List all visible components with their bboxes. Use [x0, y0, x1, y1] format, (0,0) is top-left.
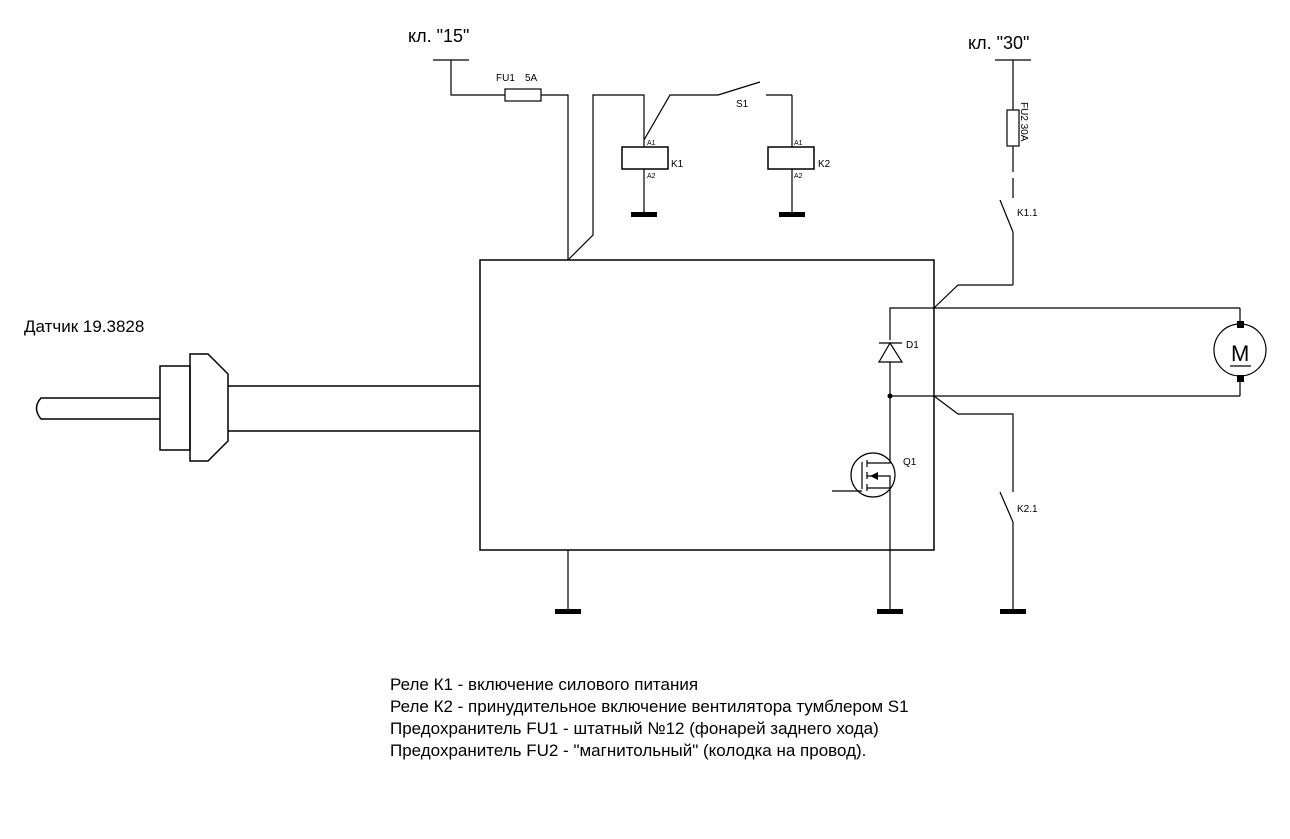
k21-label: K2.1	[1017, 504, 1038, 515]
fu1-name: FU1	[496, 73, 515, 84]
mosfet-q1: Q1	[832, 396, 917, 550]
s1-label: S1	[736, 99, 749, 110]
fuse-fu1: FU1 5A	[496, 73, 542, 102]
terminal-30: кл. "30"	[968, 33, 1031, 110]
k1-pin-a2: A2	[647, 173, 656, 180]
k2-pin-a2: A2	[794, 173, 803, 180]
note-fu1: Предохранитель FU1 - штатный №12 (фонаре…	[390, 719, 879, 738]
k11-label: K1.1	[1017, 208, 1038, 219]
controller-block	[479, 259, 935, 551]
terminal-15-label: кл. "15"	[408, 26, 469, 46]
fu2-label: FU2 30A	[1018, 102, 1029, 142]
sensor-19-3828: Датчик 19.3828	[24, 317, 480, 462]
k2-pin-a1: A1	[794, 140, 803, 147]
note-k1: Реле К1 - включение силового питания	[390, 675, 699, 694]
diode-d1: D1	[877, 307, 934, 396]
relay-k1: A1 A2 K1	[621, 140, 684, 217]
k2-label: K2	[818, 159, 831, 170]
legend-notes: Реле К1 - включение силового питания Рел…	[390, 674, 909, 762]
sensor-label: Датчик 19.3828	[24, 317, 144, 336]
q1-ground	[877, 550, 903, 614]
note-fu2: Предохранитель FU2 - "магнитольный" (кол…	[390, 741, 867, 760]
controller-ground	[555, 550, 581, 614]
switch-s1: S1	[643, 81, 793, 147]
wire-controller-to-k1	[567, 94, 645, 261]
note-k2: Реле К2 - принудительное включение венти…	[390, 697, 909, 716]
wire-fu1-to-controller	[541, 94, 569, 260]
fu1-rating: 5A	[525, 73, 538, 84]
motor-label: M	[1231, 341, 1249, 366]
k1-label: K1	[671, 159, 684, 170]
terminal-15: кл. "15"	[408, 26, 505, 96]
contact-k11: K1.1	[999, 178, 1038, 285]
fuse-fu2: FU2 30A	[1006, 102, 1029, 172]
contact-k21: K2.1	[933, 395, 1038, 614]
wire-k11-to-motor	[933, 284, 1013, 309]
q1-label: Q1	[903, 457, 917, 468]
motor: M	[934, 307, 1267, 397]
relay-k2: A1 A2 K2	[767, 140, 831, 217]
k1-pin-a1: A1	[647, 140, 656, 147]
d1-label: D1	[906, 340, 919, 351]
terminal-30-label: кл. "30"	[968, 33, 1029, 53]
